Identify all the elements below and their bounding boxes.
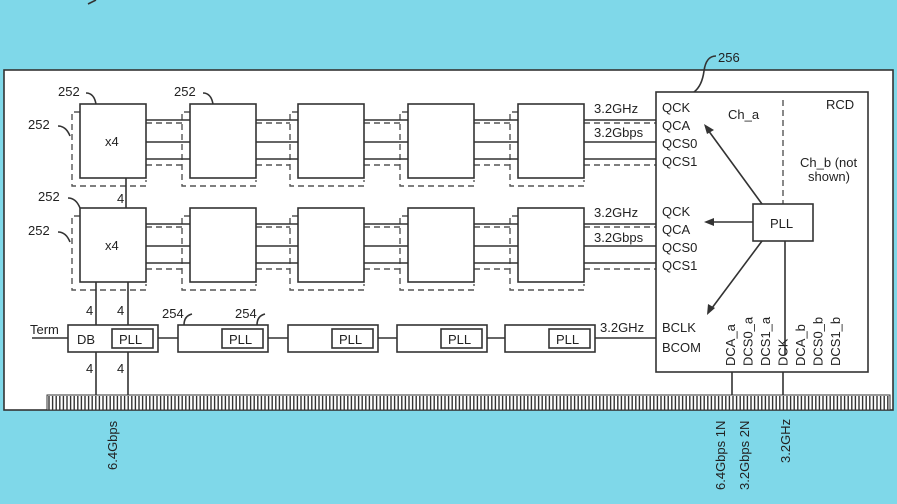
ref-label: 252 <box>38 189 60 204</box>
data-rate-label: 6.4Gbps <box>105 420 120 470</box>
db-label: DB <box>77 332 95 347</box>
rcd-pll <box>752 203 814 242</box>
dram-chip <box>189 207 257 283</box>
rcd-output-label: QCA <box>662 222 691 237</box>
dram-back-rank <box>181 111 257 187</box>
ch-b-label: shown) <box>808 169 850 184</box>
bus-width-label: 4 <box>86 361 93 376</box>
dram-chip <box>189 103 257 179</box>
rcd-input-label: DCK <box>776 338 791 366</box>
ca-rate-label: 3.2Gbps <box>594 125 644 140</box>
dram-back-rank <box>399 111 475 187</box>
rcd-input-label: DCS1_b <box>828 317 843 366</box>
rcd-output-label: QCK <box>662 100 691 115</box>
dram-chip <box>79 103 147 179</box>
rcd-input-label: DCS0_b <box>811 317 826 366</box>
bcom-label: BCOM <box>662 340 701 355</box>
dram-chip <box>517 103 585 179</box>
dca-rate-label: 6.4Gbps 1N <box>713 421 728 490</box>
bus-width-label: 4 <box>117 191 124 206</box>
rcd-output-label: QCK <box>662 204 691 219</box>
bclk-rate-label: 3.2GHz <box>600 320 644 335</box>
edge-connector <box>46 394 891 411</box>
dram-chip <box>407 103 475 179</box>
bus-width-label: 4 <box>86 303 93 318</box>
rcd-output-label: QCS0 <box>662 240 697 255</box>
rcd-output-label: QCS1 <box>662 154 697 169</box>
data-buffer-row: PLL PLL PLL PLL PLL <box>67 324 656 353</box>
rcd-pll-label: PLL <box>770 216 793 231</box>
buffer-pll-label: PLL <box>556 332 579 347</box>
rcd-input-label: DCA_b <box>793 324 808 366</box>
dram-array <box>71 103 656 291</box>
rcd-output-label: QCS0 <box>662 136 697 151</box>
ref-label: 252 <box>58 84 80 99</box>
arrow-fragment <box>87 0 97 5</box>
dram-back-rank <box>289 111 365 187</box>
dram-back-rank <box>509 215 585 291</box>
clk-rate-label: 3.2GHz <box>594 101 638 116</box>
ref-label: 256 <box>718 50 740 65</box>
bus-width-label: 4 <box>117 361 124 376</box>
rcd-title: RCD <box>826 97 854 112</box>
buffer-pll <box>548 328 591 349</box>
dck-rate-label: 3.2GHz <box>778 419 793 463</box>
buffer-pll <box>221 328 264 349</box>
buffer-pll <box>331 328 374 349</box>
dram-width-label: x4 <box>105 134 119 149</box>
dram-chip <box>407 207 475 283</box>
ref-label: 254 <box>162 306 184 321</box>
rcd-input-label: DCA_a <box>723 323 738 366</box>
rcd-chip <box>655 91 869 373</box>
dram-chip <box>79 207 147 283</box>
dram-chip <box>297 207 365 283</box>
ca-rate-label: 3.2Gbps <box>594 230 644 245</box>
rcd-output-label: QCS1 <box>662 258 697 273</box>
buffer-pll <box>440 328 483 349</box>
connector-strip <box>46 394 891 411</box>
ref-label: 252 <box>174 84 196 99</box>
dram-chip <box>517 207 585 283</box>
rcd-output-label: QCA <box>662 118 691 133</box>
buffer-pll-label: PLL <box>229 332 252 347</box>
rcd-input-label: DCS1_a <box>758 316 773 366</box>
dram-back-rank <box>399 215 475 291</box>
buffer-pll <box>111 328 154 349</box>
dram-back-rank <box>71 215 147 291</box>
ref-label: 252 <box>28 117 50 132</box>
dram-chip <box>297 103 365 179</box>
dram-back-rank <box>289 215 365 291</box>
bus-width-label: 4 <box>117 303 124 318</box>
dcs-rate-label: 3.2Gbps 2N <box>737 421 752 490</box>
ref-label: 254 <box>235 306 257 321</box>
term-label: Term <box>30 322 59 337</box>
ch-a-label: Ch_a <box>728 107 760 122</box>
rcd-input-label: DCS0_a <box>741 316 756 366</box>
dram-back-rank <box>181 215 257 291</box>
dram-back-rank <box>71 111 147 187</box>
buffer-pll-label: PLL <box>119 332 142 347</box>
buffer-pll-label: PLL <box>448 332 471 347</box>
ch-b-label: Ch_b (not <box>800 155 857 170</box>
buffer-pll-label: PLL <box>339 332 362 347</box>
clk-rate-label: 3.2GHz <box>594 205 638 220</box>
bclk-label: BCLK <box>662 320 696 335</box>
dram-back-rank <box>509 111 585 187</box>
dram-width-label: x4 <box>105 238 119 253</box>
ref-label: 252 <box>28 223 50 238</box>
